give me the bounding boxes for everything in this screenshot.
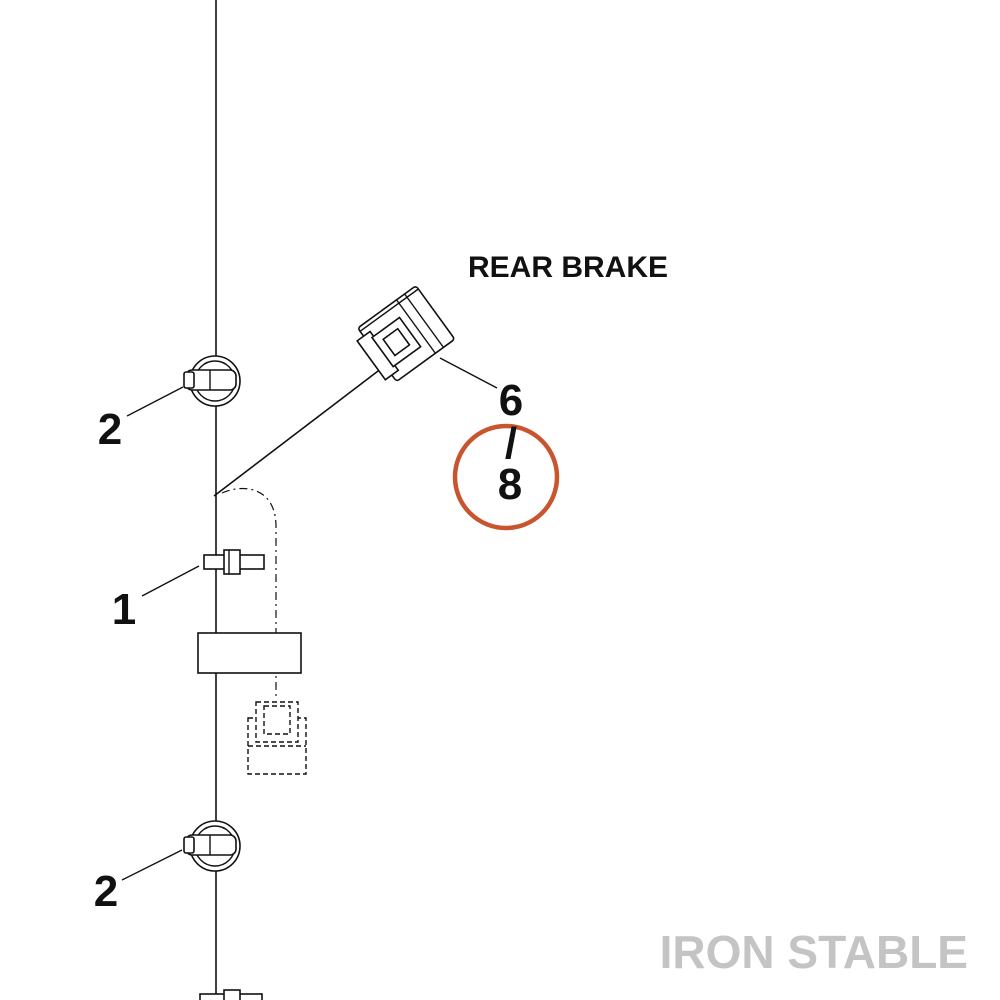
- callout-6: 6: [499, 376, 523, 425]
- section-title: REAR BRAKE: [468, 251, 668, 284]
- routing-path-dashdot: [221, 487, 277, 700]
- leader-line-6: [439, 357, 498, 389]
- watermark: IRON STABLE: [660, 926, 968, 978]
- rear-brake-branch-wire: [213, 367, 383, 497]
- grommet-clip-upper: [183, 355, 241, 407]
- harness-sleeve: [197, 632, 302, 674]
- highlight-circle: [452, 423, 560, 531]
- leader-line-2-upper: [126, 386, 184, 417]
- callout-2-lower: 2: [94, 867, 118, 916]
- leader-line-1: [141, 565, 200, 597]
- callout-1: 1: [112, 585, 136, 634]
- callout-8: 8: [498, 460, 522, 509]
- cable-tie: [203, 549, 265, 575]
- leader-line-2-lower: [121, 849, 183, 881]
- alternate-connector-outline: [247, 701, 307, 775]
- grommet-clip-lower: [183, 820, 241, 872]
- rear-brake-connector: [356, 286, 455, 382]
- callout-2-upper: 2: [98, 405, 122, 454]
- cable-tie-bottom-partial: [199, 989, 263, 1000]
- callout-slash: /: [505, 419, 517, 468]
